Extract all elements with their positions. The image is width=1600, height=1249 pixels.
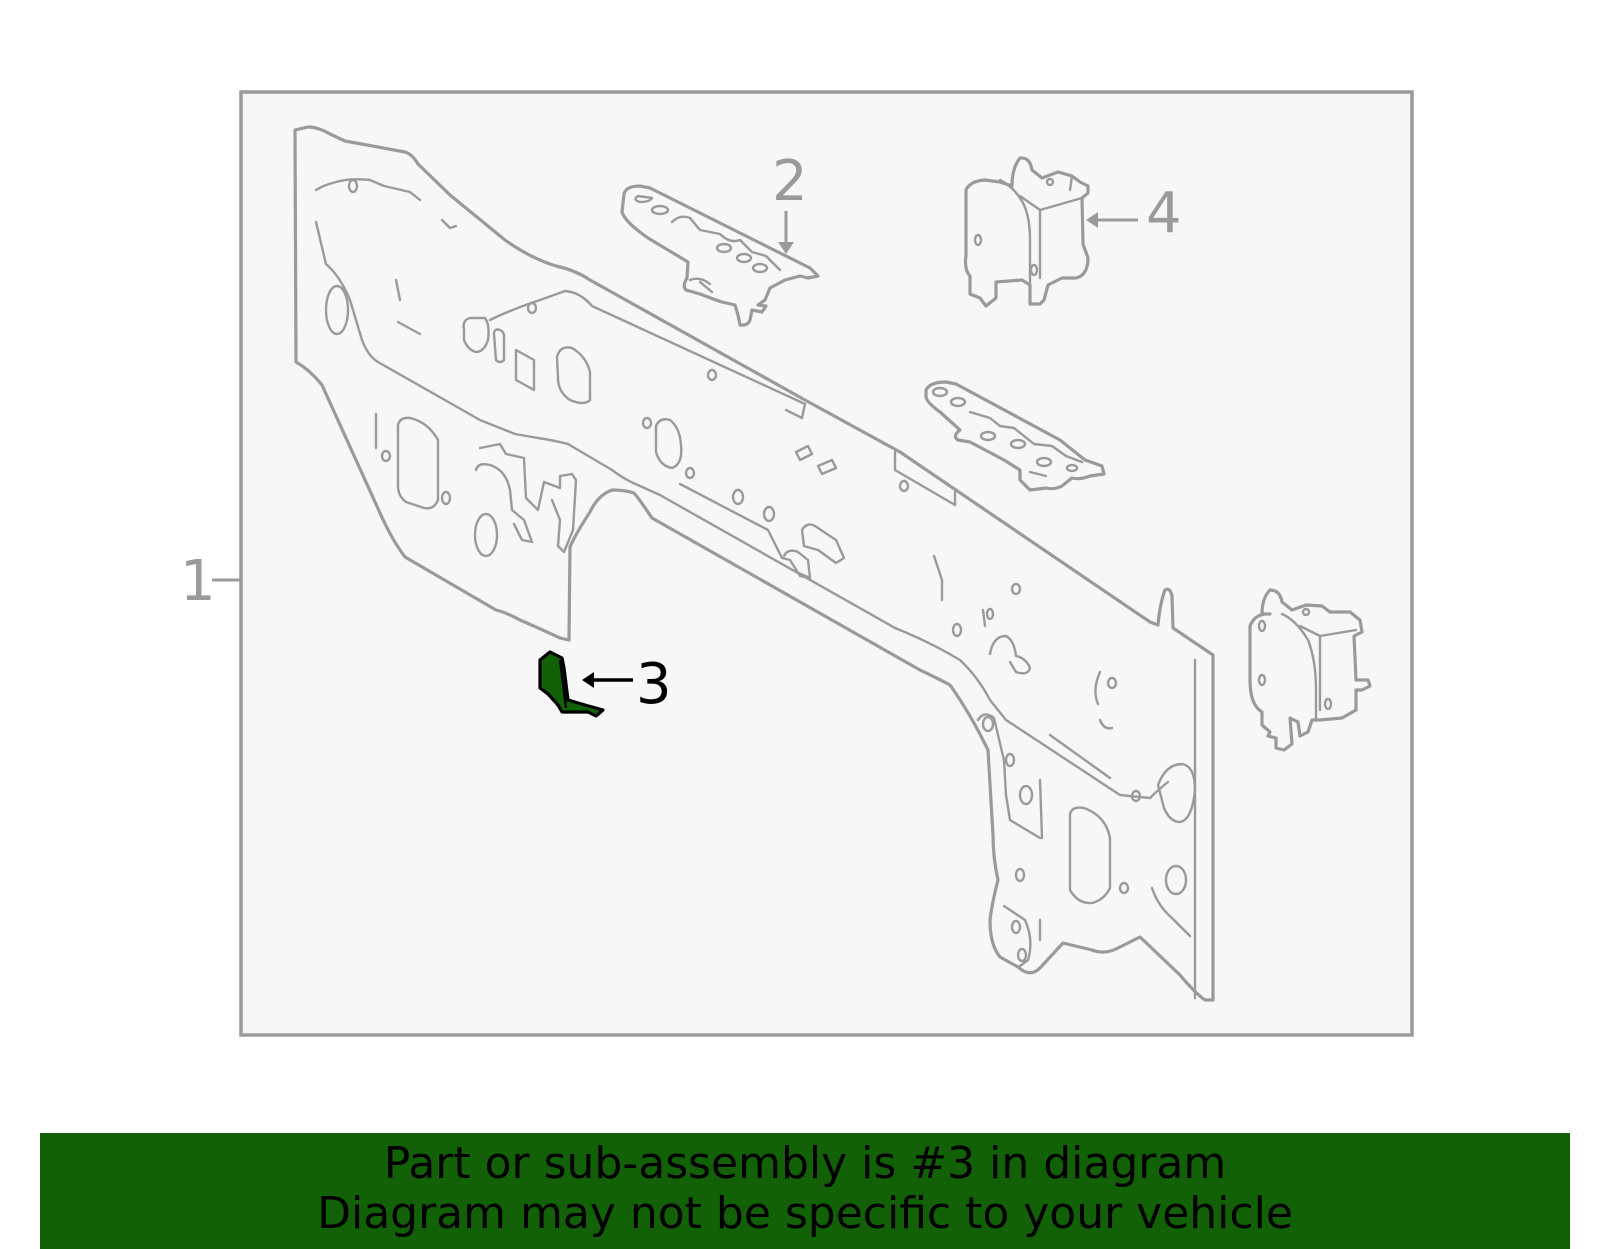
banner-line-2: Diagram may not be specific to your vehi… (317, 1188, 1293, 1239)
part-1-panel[interactable] (293, 125, 1215, 1002)
info-banner: Part or sub-assembly is #3 in diagram Di… (40, 1133, 1570, 1249)
part-3-highlighted[interactable] (538, 650, 605, 718)
part-2-bracket[interactable] (620, 184, 820, 327)
part-4-mount[interactable] (963, 156, 1090, 308)
part-2-bracket-lower[interactable] (924, 380, 1106, 492)
callout-3-label: 3 (636, 652, 672, 717)
callout-1-label: 1 (180, 549, 216, 614)
diagram-frame (239, 90, 1414, 1037)
callout-2-label: 2 (772, 149, 808, 214)
callout-4-label: 4 (1146, 181, 1182, 246)
part-4-mount-lower[interactable] (1248, 588, 1372, 752)
parts-diagram: 1 2 3 4 (180, 90, 1414, 1037)
callout-leaders (212, 211, 1138, 688)
banner-line-1: Part or sub-assembly is #3 in diagram (383, 1138, 1227, 1189)
